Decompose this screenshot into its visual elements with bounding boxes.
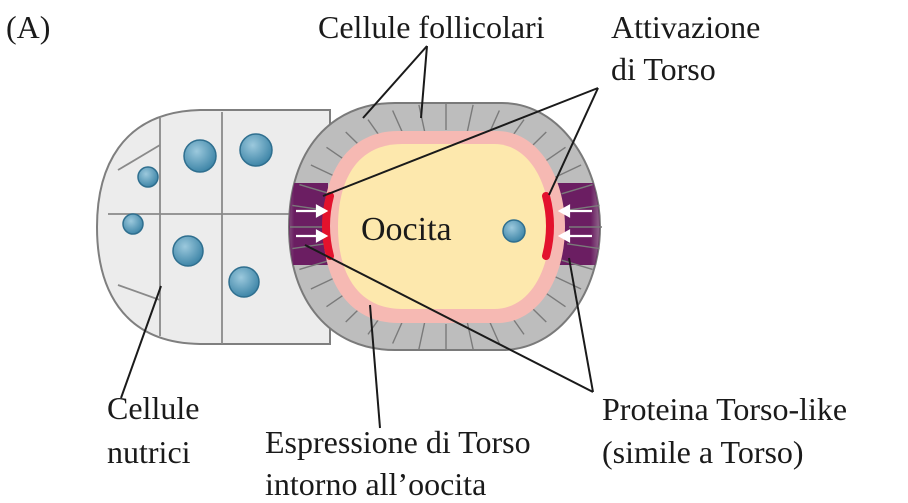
oocyte-nucleus bbox=[503, 220, 525, 242]
label-torso-like-2: (simile a Torso) bbox=[602, 434, 804, 470]
label-torso-activation-1: Attivazione bbox=[611, 9, 760, 45]
nurse-nucleus bbox=[184, 140, 216, 172]
nurse-nucleus bbox=[240, 134, 272, 166]
panel-label: (A) bbox=[6, 9, 50, 45]
torso-activation-right bbox=[546, 196, 550, 256]
nurse-nucleus bbox=[229, 267, 259, 297]
label-torso-like-1: Proteina Torso-like bbox=[602, 391, 847, 427]
label-follicle-cells: Cellule follicolari bbox=[318, 9, 545, 45]
torso-activation-left bbox=[326, 196, 330, 256]
label-torso-expression-2: intorno all’oocita bbox=[265, 466, 486, 502]
nurse-nucleus bbox=[173, 236, 203, 266]
oocyte: Oocita bbox=[323, 131, 565, 323]
label-torso-expression-1: Espressione di Torso bbox=[265, 424, 531, 460]
label-nurse-cells-1: Cellule bbox=[107, 390, 199, 426]
label-torso-activation-2: di Torso bbox=[611, 51, 716, 87]
oocyte-label: Oocita bbox=[361, 211, 452, 248]
nurse-nucleus bbox=[123, 214, 143, 234]
nurse-nucleus bbox=[138, 167, 158, 187]
label-nurse-cells-2: nutrici bbox=[107, 434, 191, 470]
